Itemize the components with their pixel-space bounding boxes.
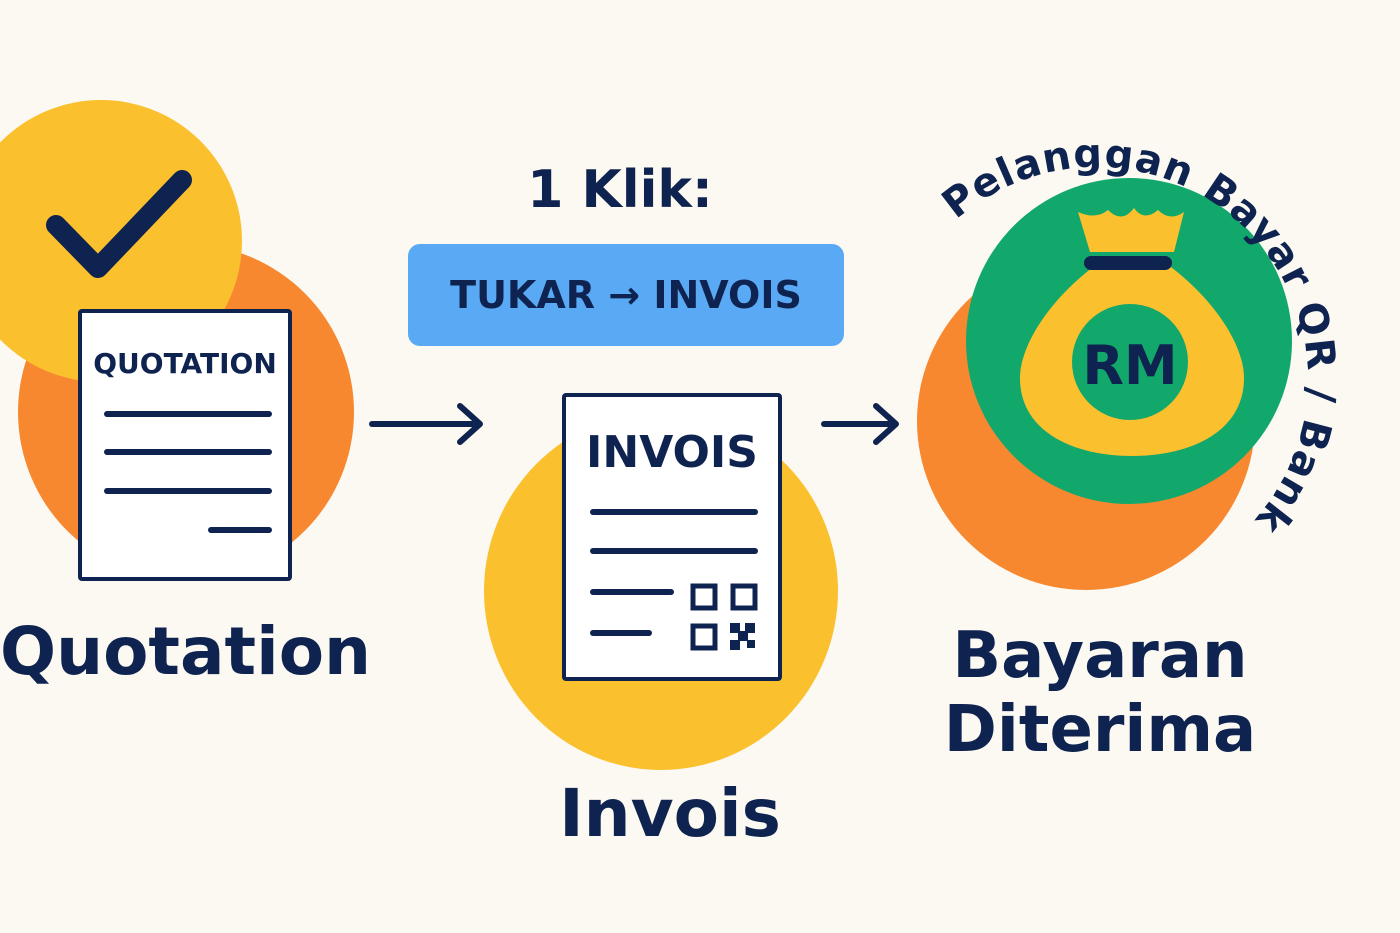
invoice-caption: Invois	[559, 775, 781, 852]
payment-caption-line1: Bayaran	[952, 619, 1248, 693]
money-bag-icon	[1020, 208, 1244, 456]
arrow-right-icon	[821, 403, 899, 445]
invoice-document-icon: INVOIS	[562, 393, 782, 681]
payment-caption-line2: Diterima	[943, 692, 1257, 767]
doc-line	[590, 589, 674, 595]
svg-text:Pelanggan Bayar QR / Bank Tran: Pelanggan Bayar QR / Bank Transfer	[920, 70, 1344, 556]
quotation-document-icon: QUOTATION	[78, 309, 292, 581]
doc-line	[590, 509, 758, 515]
convert-to-invoice-button[interactable]: TUKAR → INVOIS	[408, 244, 844, 346]
checkmark-icon	[46, 170, 192, 278]
doc-line	[590, 548, 758, 554]
quotation-caption: Quotation	[0, 613, 372, 690]
rm-currency-label: RM	[1082, 334, 1178, 397]
arrow-right-icon	[369, 403, 483, 445]
payment-caption: Bayaran Diterima	[920, 619, 1280, 767]
invoice-doc-heading: INVOIS	[586, 427, 758, 478]
payment-method-arc-text: Pelanggan Bayar QR / Bank Transfer	[920, 70, 1344, 556]
one-click-label: 1 Klik:	[527, 160, 713, 220]
doc-line	[104, 488, 272, 494]
quotation-doc-heading: QUOTATION	[93, 347, 277, 380]
doc-line	[208, 527, 272, 533]
doc-line	[104, 411, 272, 417]
doc-line	[104, 449, 272, 455]
qr-code-icon	[690, 583, 758, 651]
doc-line	[590, 630, 652, 636]
